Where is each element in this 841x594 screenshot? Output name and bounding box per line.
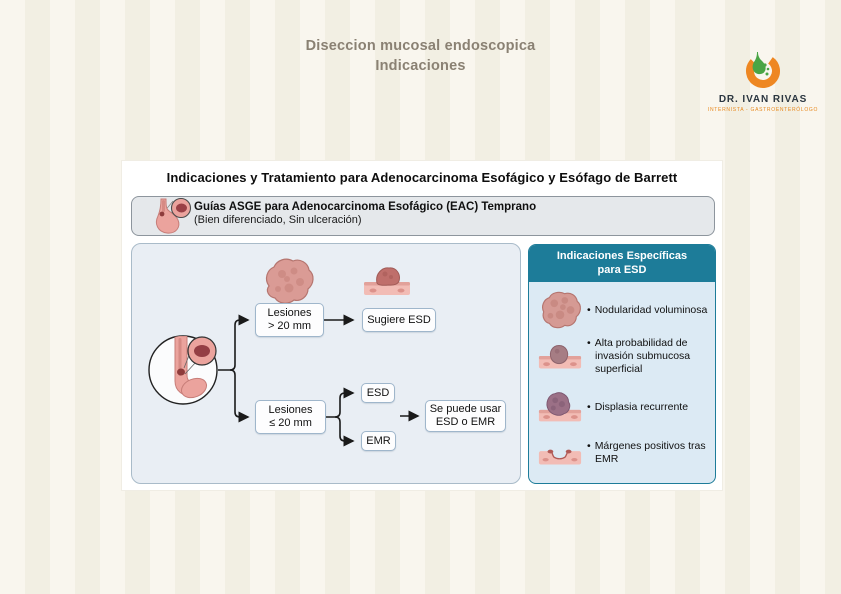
esophagus-lesion-illustration bbox=[148, 335, 218, 405]
guideline-title: Guías ASGE para Adenocarcinoma Esofágico… bbox=[194, 201, 537, 213]
submucosal-invasion-icon bbox=[538, 344, 582, 369]
esd-indications-header: Indicaciones Específicas para ESD bbox=[529, 245, 715, 282]
doctor-logo: DR. IVAN RIVAS INTERNISTA - GASTROENTERÓ… bbox=[703, 48, 823, 113]
bulky-nodule-icon bbox=[542, 291, 581, 329]
flow-box-small-lesion: Lesiones ≤ 20 mm bbox=[255, 400, 326, 434]
diagram-title: Indicaciones y Tratamiento para Adenocar… bbox=[166, 170, 678, 185]
either-line2: ESD o EMR bbox=[435, 416, 496, 428]
flow-box-esd: ESD bbox=[361, 383, 395, 403]
recurrent-dysplasia-icon bbox=[538, 392, 582, 422]
esd-indication-item: Displasia recurrente bbox=[537, 385, 709, 429]
flowchart-arrows-and-art bbox=[148, 258, 420, 447]
doctor-name: DR. IVAN RIVAS bbox=[718, 94, 808, 105]
stomach-logo-icon bbox=[746, 52, 780, 88]
guideline-box: Guías ASGE para Adenocarcinoma Esofágico… bbox=[131, 196, 715, 236]
suggest-esd-label: Sugiere ESD bbox=[367, 313, 431, 326]
doctor-specialty: INTERNISTA - GASTROENTERÓLOGO bbox=[707, 107, 819, 113]
esd-indication-item: Alta probabilidad de invasión submucosa … bbox=[537, 331, 709, 381]
esd-header-line1: Indicaciones Específicas bbox=[556, 250, 688, 262]
flow-box-either: Se puede usar ESD o EMR bbox=[425, 400, 506, 432]
esd-indication-item: Nodularidad voluminosa bbox=[537, 289, 709, 331]
slide-title-line1: Diseccion mucosal endoscopica bbox=[305, 38, 536, 54]
esd-indication-text: Nodularidad voluminosa bbox=[587, 304, 708, 317]
slide-title: Diseccion mucosal endoscopica Indicacion… bbox=[0, 36, 841, 76]
esd-indication-text: Márgenes positivos tras EMR bbox=[587, 440, 709, 466]
large-lesion-line2: > 20 mm bbox=[267, 320, 312, 332]
esd-indications-panel: Indicaciones Específicas para ESD Nodula… bbox=[528, 244, 716, 484]
slide-title-line2: Indicaciones bbox=[375, 58, 466, 74]
mucosa-nodule-illustration bbox=[364, 267, 410, 295]
flowchart-panel: Lesiones > 20 mm Sugiere ESD Lesiones ≤ … bbox=[131, 243, 521, 484]
esd-header-line2: para ESD bbox=[597, 264, 647, 276]
small-lesion-line2: ≤ 20 mm bbox=[269, 417, 312, 429]
small-lesion-line1: Lesiones bbox=[268, 404, 313, 416]
esd-indication-text: Alta probabilidad de invasión submucosa … bbox=[587, 337, 709, 376]
esd-label: ESD bbox=[366, 386, 390, 399]
positive-margins-icon bbox=[538, 449, 582, 465]
stomach-magnifier-icon bbox=[155, 197, 192, 234]
tumor-nodule-illustration bbox=[265, 258, 314, 304]
esd-indication-item: Márgenes positivos tras EMR bbox=[537, 431, 709, 475]
guideline-subtitle: (Bien diferenciado, Sin ulceración) bbox=[194, 214, 362, 226]
flow-box-large-lesion: Lesiones > 20 mm bbox=[255, 303, 324, 337]
flow-box-suggest-esd: Sugiere ESD bbox=[362, 308, 436, 332]
emr-label: EMR bbox=[366, 434, 391, 447]
either-line1: Se puede usar bbox=[429, 403, 502, 415]
large-lesion-line1: Lesiones bbox=[267, 307, 312, 319]
diagram-panel: Indicaciones y Tratamiento para Adenocar… bbox=[121, 160, 723, 491]
flow-box-emr: EMR bbox=[361, 431, 396, 451]
esd-indication-text: Displasia recurrente bbox=[587, 401, 688, 414]
